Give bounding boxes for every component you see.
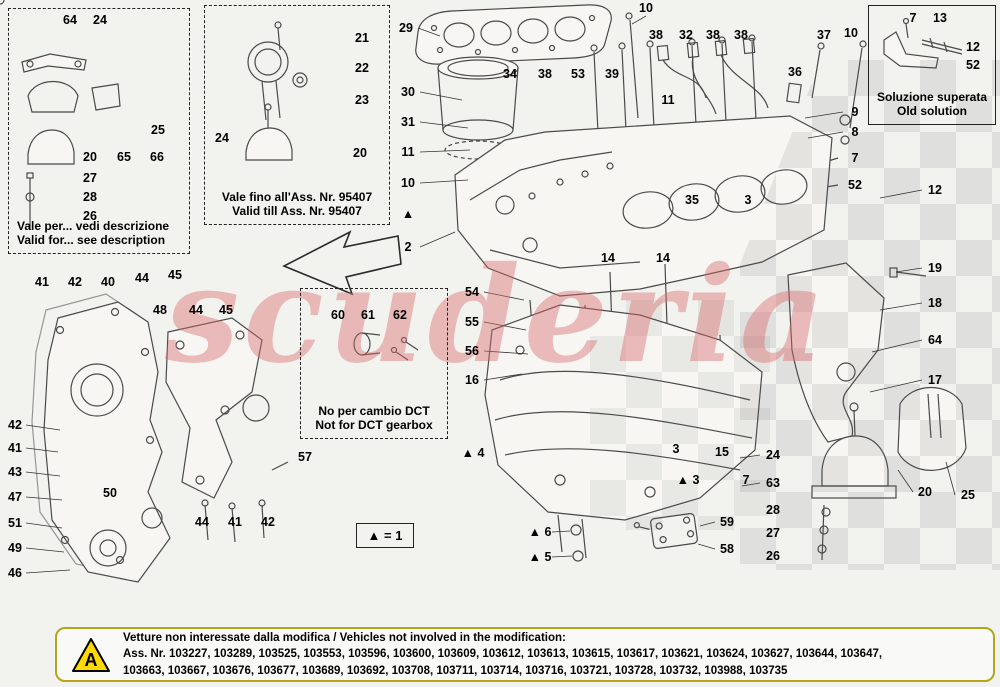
inset-valid-till: Vale fino all'Ass. Nr. 95407 Valid till …: [204, 5, 390, 225]
direction-arrow: [282, 230, 402, 296]
note-assembly-numbers-1: Ass. Nr. 103227, 103289, 103525, 103553,…: [123, 648, 883, 661]
note-assembly-numbers-2: 103663, 103667, 103676, 103677, 103689, …: [123, 664, 788, 677]
inset-caption-line: Vale per... vedi descrizione: [17, 218, 170, 233]
id-plate: [633, 513, 698, 549]
left-bracket: [165, 317, 289, 543]
leader-lines: [25, 15, 956, 574]
warning-triangle-icon: A: [72, 637, 110, 672]
inset-dct-parts: [353, 332, 419, 361]
inset-caption-line: Valid for... see description: [17, 233, 166, 248]
inset-caption-line: Old solution: [897, 104, 967, 119]
inset-caption-line: Vale fino all'Ass. Nr. 95407: [221, 189, 373, 204]
head-gasket: [415, 4, 612, 65]
inset-caption-line: Not for DCT gearbox: [315, 418, 433, 433]
cylinder-liner: [437, 56, 519, 160]
legend-text: ▲ = 1: [367, 528, 403, 543]
inset-caption-line: No per cambio DCT: [318, 403, 430, 418]
note-title: Vetture non interessate dalla modifica /…: [123, 632, 566, 645]
warning-icon-letter: A: [85, 650, 98, 670]
crankcase-upper: [454, 115, 833, 297]
right-bracket: [787, 262, 927, 443]
legend-triangle-equals-one: ▲ = 1: [356, 523, 414, 548]
inset-caption-line: Soluzione superata: [876, 89, 988, 104]
crankcase-lower: [0, 0, 763, 562]
timing-cover: [31, 293, 171, 583]
clamp-sleeve: [897, 386, 967, 471]
inset-valid-till-parts: [245, 21, 308, 161]
inset-old-solution: Soluzione superata Old solution: [868, 5, 996, 125]
inset-caption-line: Valid till Ass. Nr. 95407: [232, 204, 362, 219]
inset-old-solution-parts: [883, 17, 963, 69]
modification-note: A Vetture non interessate dalla modifica…: [55, 627, 995, 682]
cylinder-studs: [590, 12, 867, 133]
inset-valid-for: Vale per... vedi descrizione Valid for..…: [8, 8, 190, 254]
right-engine-mount: [811, 402, 897, 561]
inset-no-dct: No per cambio DCT Not for DCT gearbox: [300, 288, 448, 439]
inset-valid-for-parts: [21, 53, 121, 228]
